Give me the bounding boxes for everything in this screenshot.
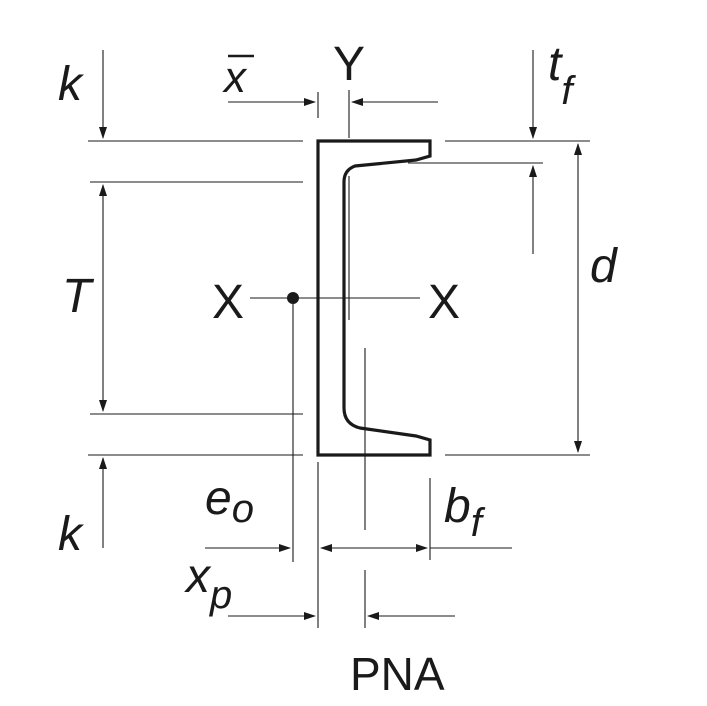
x-right-label: X: [428, 276, 460, 329]
channel-section-outline: [316, 139, 432, 457]
k-top-label: k: [58, 58, 85, 111]
d-label: d: [590, 240, 618, 293]
tf-label-sub: f: [561, 69, 576, 113]
xbar-label: x: [222, 53, 248, 102]
shear-center-point: [287, 292, 299, 304]
xp-label-main: x: [184, 550, 212, 603]
eo-label: eo: [205, 472, 254, 531]
bf-label-main: b: [444, 480, 471, 533]
k-bottom-label: k: [58, 508, 85, 561]
xp-label: xp: [184, 550, 232, 617]
pna-label: PNA: [350, 648, 445, 700]
bf-label-sub: f: [471, 501, 486, 545]
y-axis-label: Y: [333, 38, 365, 91]
t-label: T: [62, 270, 95, 323]
tf-label-main: t: [548, 38, 563, 91]
tf-label: tf: [548, 38, 576, 113]
x-left-label: X: [212, 276, 244, 329]
xp-label-sub: p: [209, 573, 232, 617]
eo-label-main: e: [205, 472, 232, 525]
eo-label-sub: o: [232, 487, 254, 531]
bf-label: bf: [444, 480, 486, 545]
